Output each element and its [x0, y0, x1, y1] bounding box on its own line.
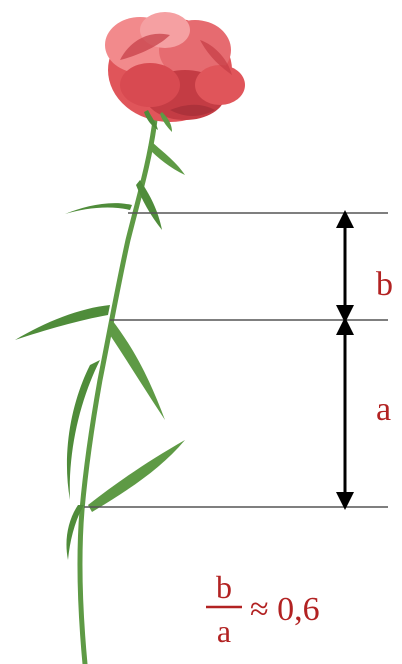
label-a: a [376, 391, 391, 428]
leaf-low-right [88, 440, 185, 512]
label-b: b [376, 266, 393, 303]
formula-approx-value: ≈ 0,6 [250, 591, 320, 628]
leaf-top-right [136, 180, 162, 230]
formula-numerator: b [216, 569, 232, 605]
formula-denominator: a [217, 613, 231, 649]
leaf-upper-stem [148, 140, 185, 175]
flower-head [105, 12, 245, 132]
leaf-mid-right [110, 320, 165, 420]
ratio-formula: b a ≈ 0,6 [206, 569, 320, 649]
carnation-illustration [15, 12, 245, 664]
leaf-top-left [65, 203, 132, 214]
leaf-mid-left [15, 305, 110, 340]
